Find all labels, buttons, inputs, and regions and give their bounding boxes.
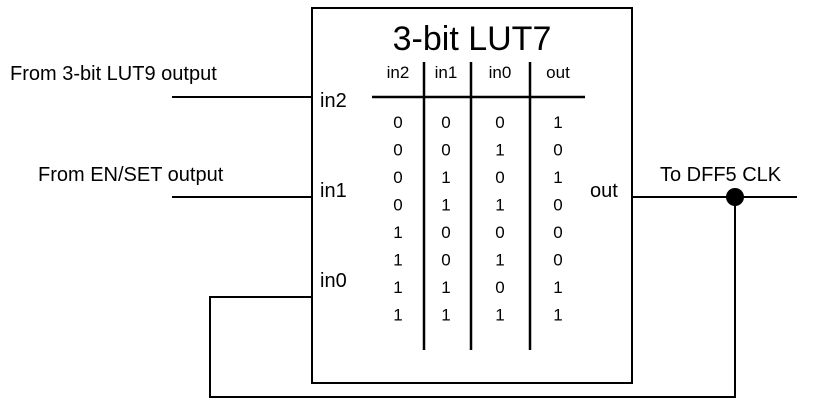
cell-out: 0 <box>553 196 562 215</box>
cell-in1: 1 <box>441 196 450 215</box>
cell-in1: 1 <box>441 278 450 297</box>
truth-table-row: 0 1 1 0 <box>393 196 562 215</box>
cell-in0: 0 <box>495 168 504 187</box>
truth-table-row: 1 0 1 0 <box>393 251 562 270</box>
truth-table-row: 0 0 0 1 <box>393 113 562 132</box>
cell-in2: 1 <box>393 306 402 325</box>
truth-table-row: 0 1 0 1 <box>393 168 562 187</box>
cell-in1: 1 <box>441 168 450 187</box>
cell-in0: 0 <box>495 223 504 242</box>
cell-out: 1 <box>553 278 562 297</box>
cell-in1: 0 <box>441 141 450 160</box>
cell-in0: 0 <box>495 278 504 297</box>
cell-in1: 0 <box>441 113 450 132</box>
header-in1: in1 <box>435 63 458 82</box>
cell-in2: 1 <box>393 251 402 270</box>
cell-in1: 0 <box>441 251 450 270</box>
cell-in2: 0 <box>393 141 402 160</box>
port-in1-label: in1 <box>320 180 347 202</box>
cell-out: 0 <box>553 223 562 242</box>
port-out-label: out <box>590 180 618 202</box>
header-in0: in0 <box>489 63 512 82</box>
port-in0-label: in0 <box>320 270 347 292</box>
header-out: out <box>546 63 570 82</box>
cell-in0: 1 <box>495 141 504 160</box>
in2-source-label: From 3-bit LUT9 output <box>10 63 217 85</box>
cell-in2: 0 <box>393 113 402 132</box>
out-dest-label: To DFF5 CLK <box>660 164 782 186</box>
cell-in0: 1 <box>495 306 504 325</box>
truth-table-body: 0 0 0 1 0 0 1 0 0 1 0 1 0 1 1 0 1 0 0 0 1 0 1 0 1 1 0 1 1 1 1 1 <box>393 113 562 325</box>
junction-dot <box>726 188 744 206</box>
cell-out: 0 <box>553 251 562 270</box>
cell-in0: 0 <box>495 113 504 132</box>
cell-in0: 1 <box>495 196 504 215</box>
in1-source-label: From EN/SET output <box>38 164 224 186</box>
cell-in2: 0 <box>393 196 402 215</box>
cell-in2: 1 <box>393 223 402 242</box>
truth-table-row: 0 0 1 0 <box>393 141 562 160</box>
cell-in2: 0 <box>393 168 402 187</box>
cell-out: 0 <box>553 141 562 160</box>
cell-in2: 1 <box>393 278 402 297</box>
cell-in1: 0 <box>441 223 450 242</box>
truth-table-row: 1 1 0 1 <box>393 278 562 297</box>
truth-table-header: in2 in1 in0 out <box>387 63 570 82</box>
cell-out: 1 <box>553 113 562 132</box>
lut-title: 3-bit LUT7 <box>393 20 552 58</box>
cell-out: 1 <box>553 306 562 325</box>
cell-in1: 1 <box>441 306 450 325</box>
cell-out: 1 <box>553 168 562 187</box>
truth-table-row: 1 0 0 0 <box>393 223 562 242</box>
header-in2: in2 <box>387 63 410 82</box>
cell-in0: 1 <box>495 251 504 270</box>
port-in2-label: in2 <box>320 90 347 112</box>
wire-feedback <box>209 197 736 398</box>
truth-table-row: 1 1 1 1 <box>393 306 562 325</box>
